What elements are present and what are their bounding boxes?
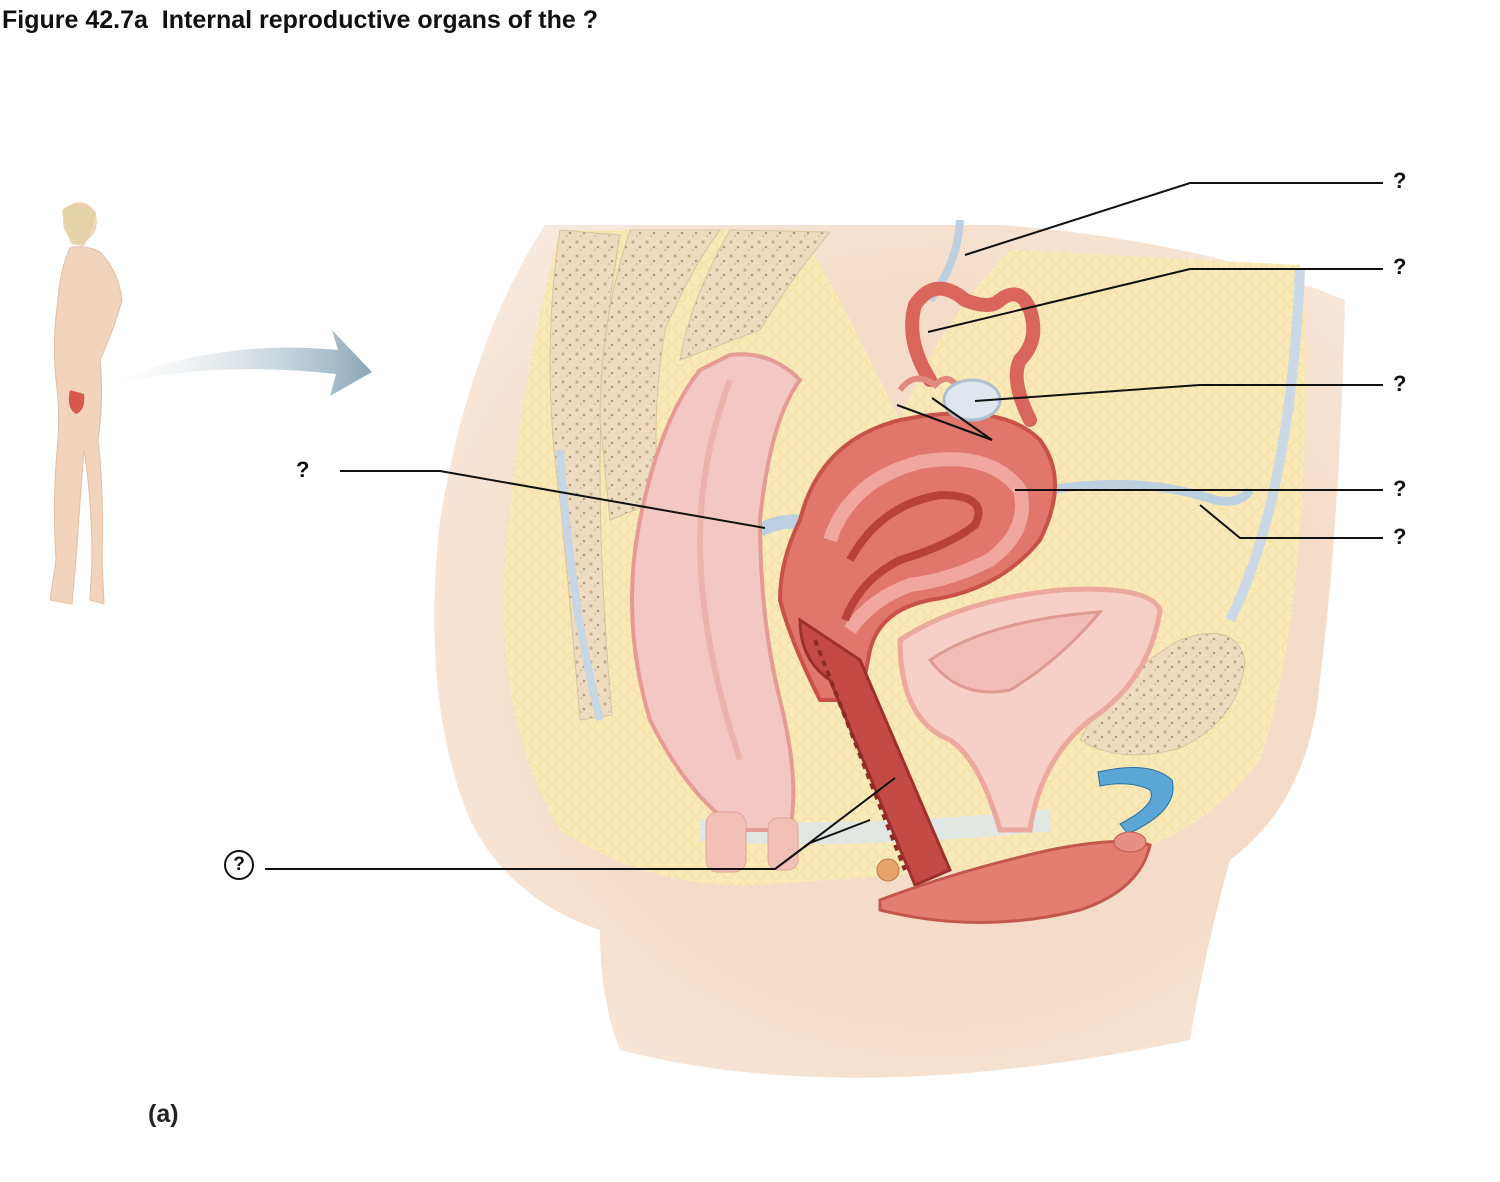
vagina <box>798 617 952 887</box>
rectum <box>630 352 803 832</box>
panel-label: (a) <box>148 1100 179 1128</box>
round-ligament <box>1049 479 1254 506</box>
leader-line-5 <box>1199 504 1383 539</box>
label-uterus[interactable]: ? <box>1393 476 1407 501</box>
label-oviduct[interactable]: ? <box>1393 254 1407 279</box>
label-vagina-text: ? <box>233 854 245 875</box>
figure-title: Figure 42.7a Internal reproductive organ… <box>2 6 598 34</box>
clitoris <box>1113 831 1147 853</box>
leader-line-3 <box>974 384 1383 402</box>
label-round-ligament[interactable]: ? <box>1393 524 1407 549</box>
leader-line-2 <box>927 268 1383 333</box>
anal-sphincter <box>705 811 799 873</box>
labia <box>878 839 1152 924</box>
label-vagina[interactable]: ? <box>224 850 254 880</box>
leader-lines <box>265 182 1383 870</box>
leader-line-1 <box>964 182 1383 256</box>
leader-line-6 <box>340 470 766 529</box>
sacrum-bone <box>549 229 832 721</box>
label-uterosacral-ligament[interactable]: ? <box>296 457 310 482</box>
abdominal-wall-ligament <box>1225 269 1305 623</box>
pointer-arrow-icon <box>106 330 372 396</box>
label-ovary[interactable]: ? <box>1393 371 1407 396</box>
woman-figure-icon <box>49 202 123 605</box>
leader-line-9 <box>896 404 993 441</box>
leader-line-8 <box>774 819 871 870</box>
leader-line-10 <box>931 397 993 441</box>
oviduct <box>897 281 1041 427</box>
label-oviduct-ligament[interactable]: ? <box>1393 168 1407 193</box>
uterus <box>777 411 1057 702</box>
bartholin-gland <box>876 858 900 882</box>
